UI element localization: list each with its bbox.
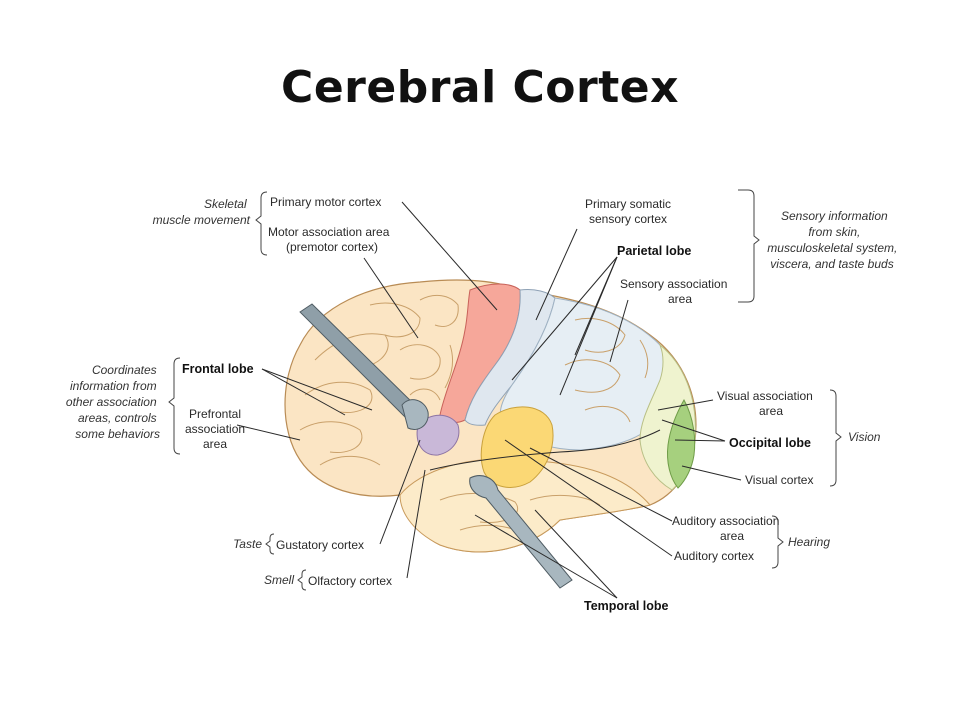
brackets <box>168 189 842 591</box>
olfactory-cortex-label: Olfactory cortex <box>308 574 392 588</box>
parietal-lobe-label: Parietal lobe <box>617 244 691 258</box>
frontal-lobe-label: Frontal lobe <box>182 362 254 376</box>
prefrontal-association-label: Prefrontal association area <box>185 407 248 451</box>
frontal-function-label: Coordinates information from other assoc… <box>66 363 160 441</box>
smell-label: Smell <box>264 573 294 587</box>
occipital-lobe-label: Occipital lobe <box>729 436 811 450</box>
skeletal-movement-label: Skeletal muscle movement <box>153 197 251 227</box>
temporal-lobe-label: Temporal lobe <box>584 599 669 613</box>
gustatory-cortex-region <box>416 414 460 456</box>
brain-illustration <box>284 279 697 589</box>
sensory-information-label: Sensory information from skin, musculosk… <box>767 209 900 271</box>
visual-association-label: Visual association area <box>717 389 816 418</box>
retractor-lower <box>469 475 573 589</box>
primary-motor-cortex-label: Primary motor cortex <box>270 195 381 209</box>
motor-association-label: Motor association area (premotor cortex) <box>268 225 393 254</box>
page-title: Cerebral Cortex <box>281 62 679 113</box>
auditory-cortex-label: Auditory cortex <box>674 549 754 563</box>
auditory-cortex-region <box>480 406 554 488</box>
taste-label: Taste <box>233 537 262 551</box>
auditory-association-label: Auditory association area <box>672 514 783 543</box>
hearing-label: Hearing <box>788 535 830 549</box>
retractor-upper <box>299 303 429 430</box>
primary-somatic-label: Primary somatic sensory cortex <box>585 197 674 226</box>
sensory-association-label: Sensory association area <box>620 277 731 306</box>
lateral-sulcus <box>429 429 661 471</box>
vision-label: Vision <box>848 430 881 444</box>
gustatory-cortex-label: Gustatory cortex <box>276 538 364 552</box>
leader-lines <box>236 201 742 599</box>
visual-cortex-label: Visual cortex <box>745 473 813 487</box>
